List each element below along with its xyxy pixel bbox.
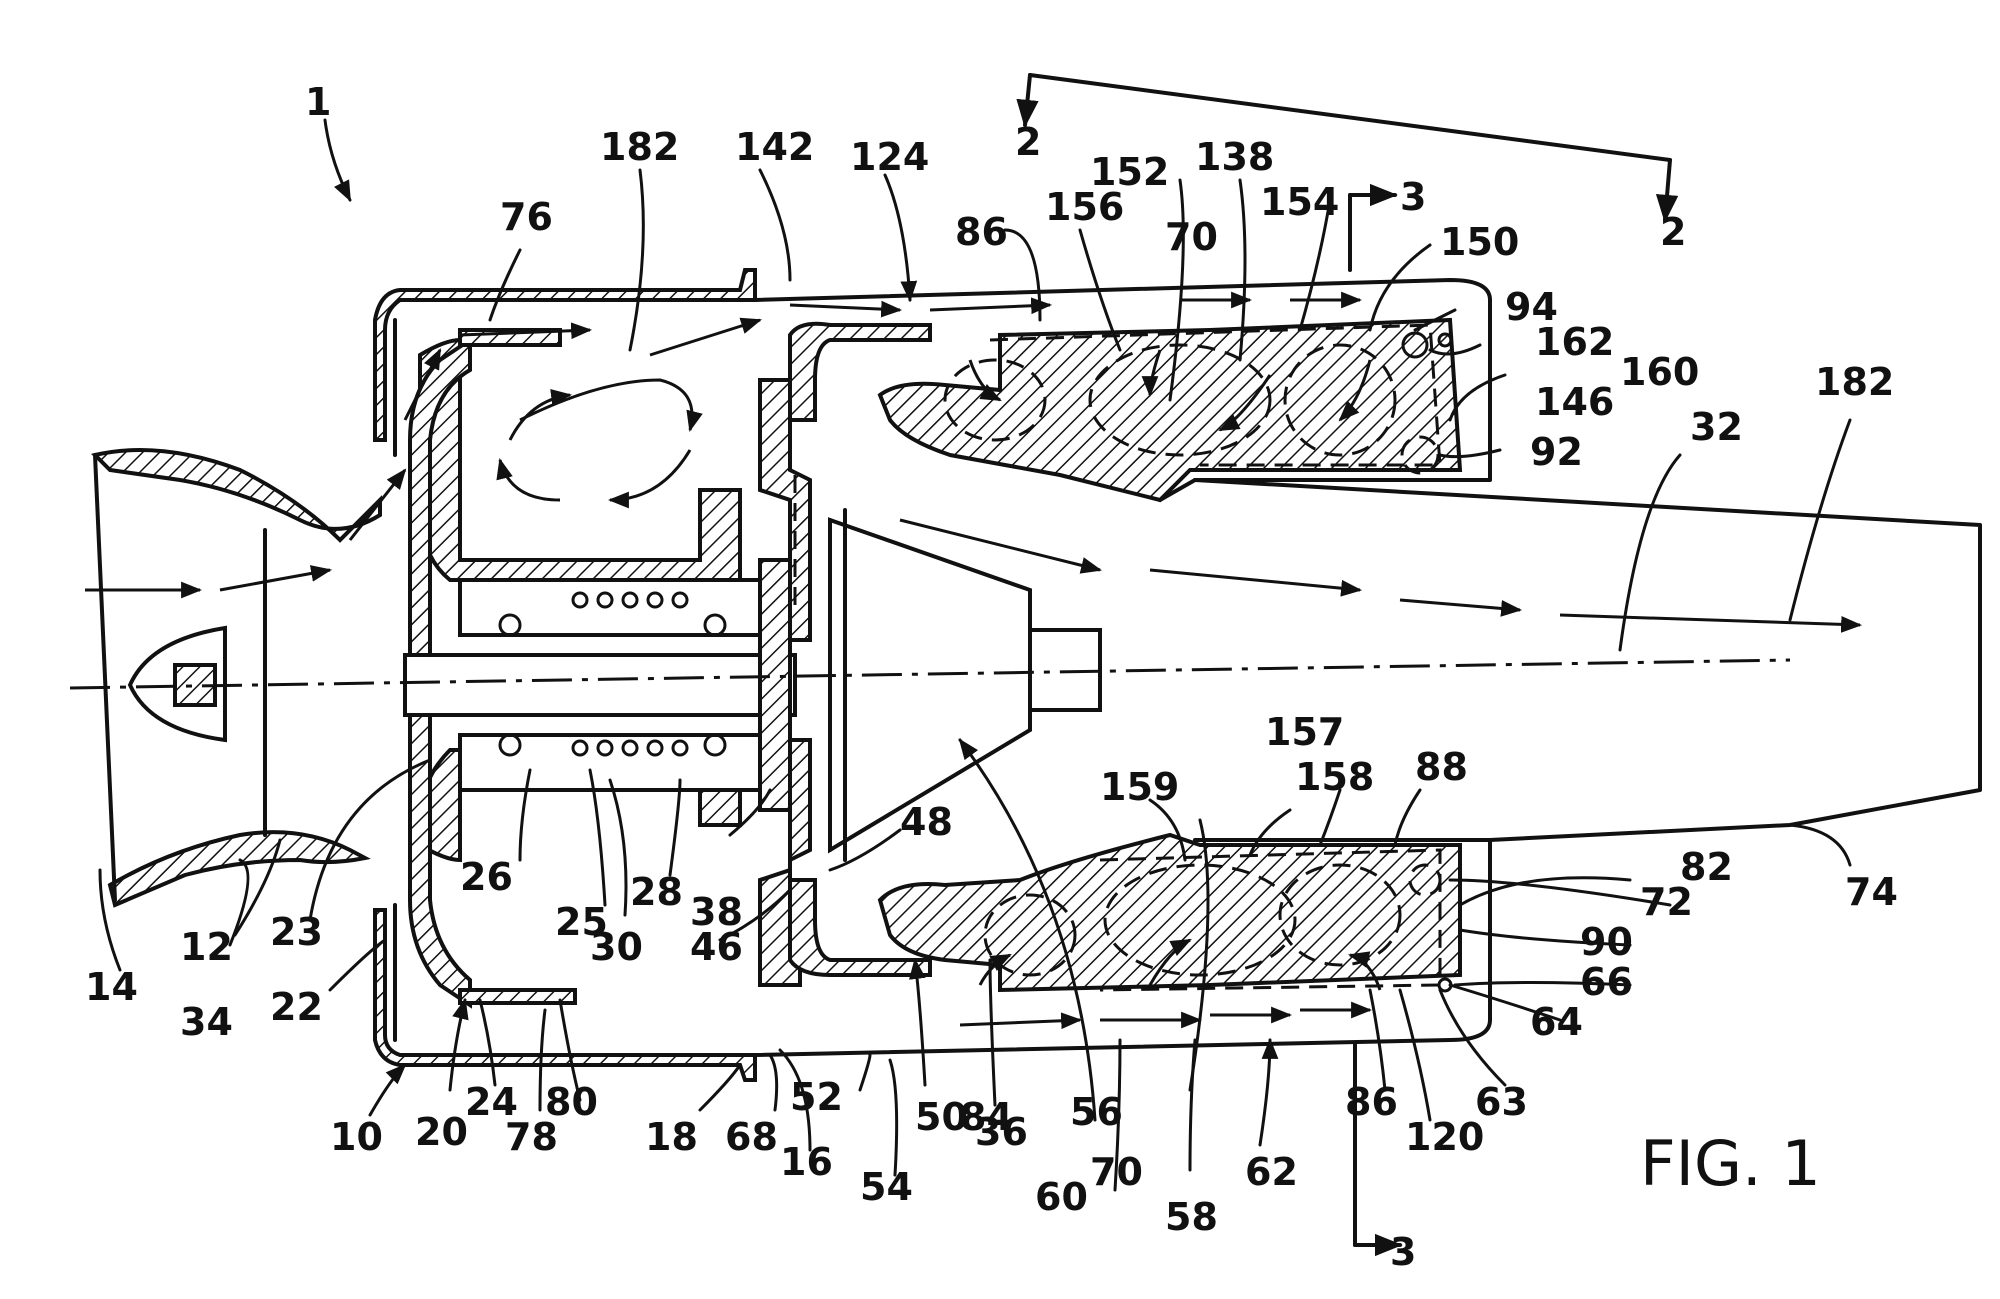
label-157: 157: [1265, 710, 1344, 754]
label-1: 1: [305, 80, 331, 124]
nose-spinner: [127, 625, 227, 743]
label-52: 52: [790, 1075, 843, 1119]
label-158: 158: [1295, 755, 1374, 799]
label-56: 56: [1070, 1090, 1123, 1134]
label-12: 12: [180, 925, 233, 969]
label-182-top: 182: [600, 125, 679, 169]
label-182-right: 182: [1815, 360, 1894, 404]
label-18: 18: [645, 1115, 698, 1159]
label-162: 162: [1535, 320, 1614, 364]
label-70-top: 70: [1165, 215, 1218, 259]
label-54: 54: [860, 1165, 913, 1209]
diffuser-ring: [758, 378, 812, 987]
label-58: 58: [1165, 1195, 1218, 1239]
label-24: 24: [465, 1080, 518, 1124]
reference-numerals: 1 2 2 3 3 182 142 124 76 86 156 152 138 …: [85, 80, 1898, 1274]
label-124: 124: [850, 135, 929, 179]
label-80: 80: [545, 1080, 598, 1124]
label-82: 82: [1680, 845, 1733, 889]
rotor-shaft: [403, 558, 797, 812]
label-138: 138: [1195, 135, 1274, 179]
label-38: 38: [690, 890, 743, 934]
spring-coils-lower: [571, 739, 689, 757]
label-60: 60: [1035, 1175, 1088, 1219]
label-160: 160: [1620, 350, 1699, 394]
label-36: 36: [975, 1110, 1028, 1154]
label-150: 150: [1440, 220, 1519, 264]
label-94: 94: [1505, 285, 1558, 329]
label-46: 46: [690, 925, 743, 969]
label-14: 14: [85, 965, 138, 1009]
turbine-wheel: [827, 508, 1102, 862]
label-68: 68: [725, 1115, 778, 1159]
compressor-housing: [408, 328, 742, 1009]
label-48: 48: [900, 800, 953, 844]
label-142: 142: [735, 125, 814, 169]
label-84: 84: [960, 1095, 1013, 1139]
label-26: 26: [460, 855, 513, 899]
label-92: 92: [1530, 430, 1583, 474]
combustor-liner-lower: [753, 832, 1492, 1057]
label-72: 72: [1640, 880, 1693, 924]
label-3-bottom: 3: [1390, 1230, 1416, 1274]
label-74: 74: [1845, 870, 1898, 914]
label-152: 152: [1090, 150, 1169, 194]
label-86-bottom: 86: [1345, 1080, 1398, 1124]
label-22: 22: [270, 985, 323, 1029]
label-156: 156: [1045, 185, 1124, 229]
label-2-right: 2: [1660, 210, 1686, 254]
label-16: 16: [780, 1140, 833, 1184]
label-2-top: 2: [1015, 120, 1041, 164]
label-90: 90: [1580, 920, 1633, 964]
label-78: 78: [505, 1115, 558, 1159]
label-3-top: 3: [1400, 175, 1426, 219]
label-34: 34: [180, 1000, 233, 1044]
label-76: 76: [500, 195, 553, 239]
centerline: [69, 658, 1791, 690]
label-32: 32: [1690, 405, 1743, 449]
label-86-top: 86: [955, 210, 1008, 254]
label-62: 62: [1245, 1150, 1298, 1194]
combustor-liner-upper: [753, 278, 1492, 503]
label-64: 64: [1530, 1000, 1583, 1044]
section-line-3-3: [1348, 183, 1403, 1257]
flow-arrows: [85, 291, 1863, 1030]
label-20: 20: [415, 1110, 468, 1154]
label-66: 66: [1580, 960, 1633, 1004]
label-30: 30: [590, 925, 643, 969]
label-88: 88: [1415, 745, 1468, 789]
label-63: 63: [1475, 1080, 1528, 1124]
label-146: 146: [1535, 380, 1614, 424]
exhaust-nozzle: [1158, 478, 1982, 842]
label-120: 120: [1405, 1115, 1484, 1159]
label-25: 25: [555, 900, 608, 944]
section-line-2-2: [1016, 73, 1679, 223]
leader-lines: [98, 118, 1852, 1192]
label-23: 23: [270, 910, 323, 954]
spring-coils-upper: [571, 591, 689, 609]
label-50: 50: [915, 1095, 968, 1139]
label-70-bottom: 70: [1090, 1150, 1143, 1194]
outer-housing: [373, 268, 757, 1082]
label-28: 28: [630, 870, 683, 914]
label-154: 154: [1260, 180, 1339, 224]
label-10: 10: [330, 1115, 383, 1159]
label-159: 159: [1100, 765, 1179, 809]
figure-caption: FIG. 1: [1640, 1127, 1821, 1200]
